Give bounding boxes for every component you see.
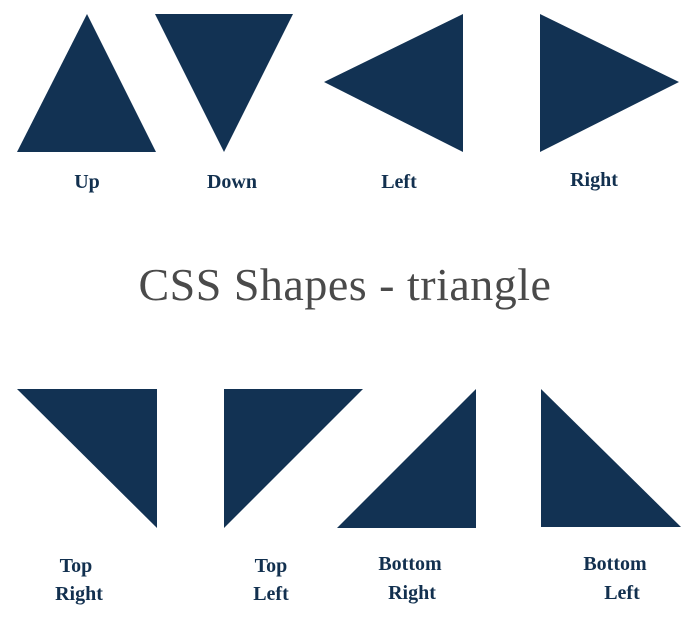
- label-right: Right: [570, 169, 618, 191]
- triangle-top-left: [224, 389, 363, 528]
- label-down: Down: [206, 171, 257, 193]
- triangle-bottom-left: [541, 389, 681, 527]
- label-top-left-line2: Left: [253, 583, 289, 605]
- label-bottom-left-line1: Bottom: [583, 553, 647, 575]
- label-top-left-line1: Top: [254, 555, 288, 577]
- label-top-right-line2: Right: [55, 583, 103, 605]
- label-left: Left: [381, 171, 417, 193]
- label-bottom-left-line2: Left: [604, 582, 640, 604]
- triangle-up: [17, 14, 156, 152]
- label-bottom-right-line2: Right: [388, 582, 436, 604]
- label-up: Up: [74, 171, 100, 193]
- label-top-right-line1: Top: [59, 555, 93, 577]
- triangle-top-right: [17, 389, 157, 528]
- page-title: CSS Shapes - triangle: [138, 259, 552, 310]
- triangle-bottom-right: [337, 389, 476, 528]
- triangle-down: [155, 14, 293, 152]
- label-bottom-right-line1: Bottom: [378, 553, 442, 575]
- triangle-right: [540, 14, 679, 152]
- triangle-left: [324, 14, 463, 152]
